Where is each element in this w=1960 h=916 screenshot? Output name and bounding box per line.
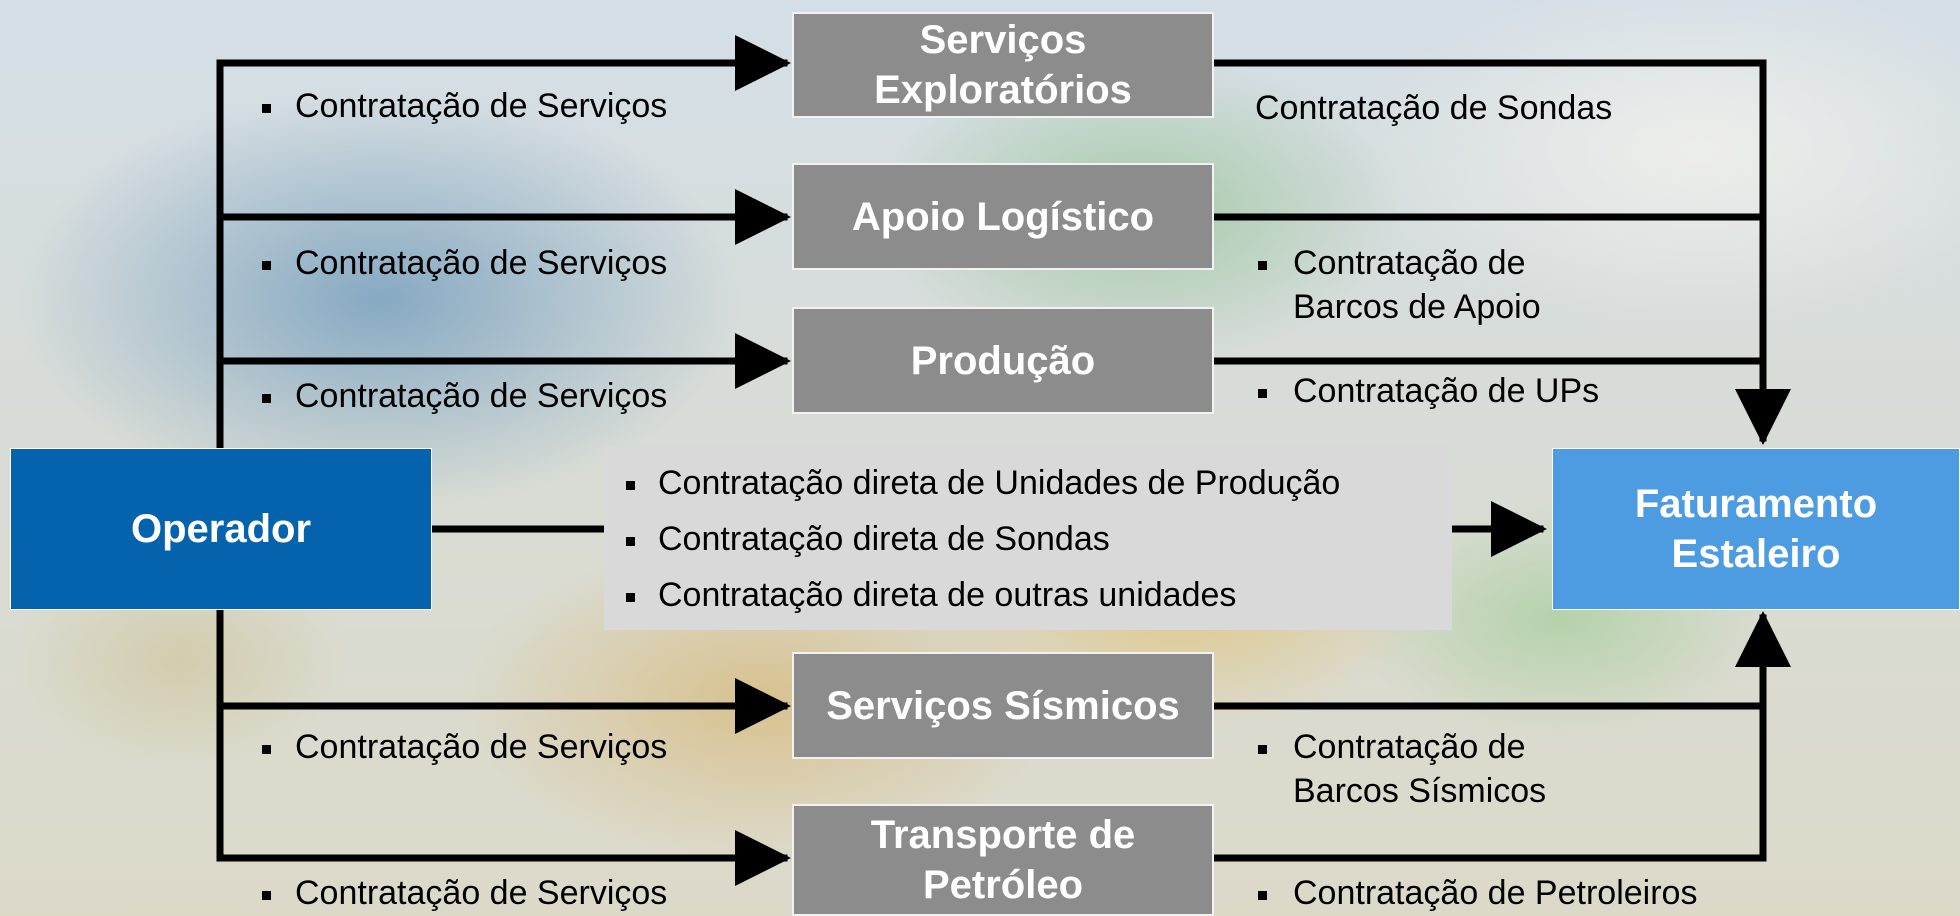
direct-contracting-box: Contratação direta de Unidades de Produç… — [604, 446, 1452, 630]
bullet-icon — [262, 891, 271, 900]
right-label-line: Contratação de — [1293, 244, 1526, 282]
bullet-icon — [1258, 389, 1267, 398]
left-label-apoio-logistico: Contratação de Serviços — [295, 244, 668, 282]
bullet-icon — [626, 537, 635, 546]
left-label-servicos-exploratorios: Contratação de Serviços — [295, 87, 668, 125]
bullet-icon — [626, 481, 635, 490]
center-item: Contratação direta de Sondas — [658, 520, 1110, 558]
faturamento-estaleiro-label: Faturamento Estaleiro — [1634, 482, 1878, 576]
operador-label: Operador — [130, 507, 312, 551]
bullet-icon — [1258, 891, 1267, 900]
servicos-exploratorios-box: Serviços Exploratórios — [792, 12, 1214, 118]
operador-box: Operador — [10, 448, 432, 610]
servicos-sismicos-box: Serviços Sísmicos — [792, 652, 1214, 759]
bullet-icon — [1258, 261, 1267, 270]
right-label-line: Barcos de Apoio — [1293, 288, 1541, 326]
faturamento-estaleiro-box: Faturamento Estaleiro — [1552, 448, 1960, 610]
bullet-icon — [262, 261, 271, 270]
right-label-ups: Contratação de UPs — [1293, 372, 1600, 410]
left-label-producao: Contratação de Serviços — [295, 377, 668, 415]
right-label-barcos-apoio: Contratação de Barcos de Apoio — [1293, 241, 1541, 329]
producao-box: Produção — [792, 307, 1214, 414]
transporte-petroleo-box: Transporte de Petróleo — [792, 804, 1214, 916]
producao-label: Produção — [910, 338, 1096, 383]
right-label-line: Barcos Sísmicos — [1293, 772, 1547, 810]
center-item: Contratação direta de Unidades de Produç… — [658, 464, 1341, 502]
servicos-sismicos-label: Serviços Sísmicos — [826, 683, 1180, 728]
right-label-barcos-sismicos: Contratação de Barcos Sísmicos — [1293, 725, 1546, 813]
transporte-petroleo-label: Transporte de Petróleo — [870, 813, 1136, 907]
servicos-exploratorios-label: Serviços Exploratórios — [874, 18, 1132, 112]
right-label-sondas: Contratação de Sondas — [1255, 89, 1613, 127]
bullet-icon — [262, 745, 271, 754]
apoio-logistico-label: Apoio Logístico — [851, 194, 1155, 239]
right-label-line: Contratação de — [1293, 728, 1526, 766]
apoio-logistico-box: Apoio Logístico — [792, 163, 1214, 270]
bullet-icon — [626, 593, 635, 602]
bullet-icon — [262, 394, 271, 403]
center-item: Contratação direta de outras unidades — [658, 576, 1237, 614]
left-label-servicos-sismicos: Contratação de Serviços — [295, 728, 668, 766]
bullet-icon — [1258, 745, 1267, 754]
bullet-icon — [262, 104, 271, 113]
right-label-petroleiros: Contratação de Petroleiros — [1293, 874, 1698, 912]
left-label-transporte-petroleo: Contratação de Serviços — [295, 874, 668, 912]
